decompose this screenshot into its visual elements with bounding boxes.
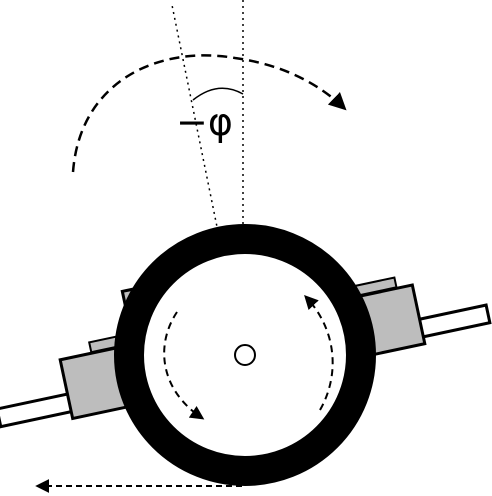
axle-hub	[234, 344, 256, 366]
angle-arc	[192, 87, 244, 101]
wheel-rotation-arrow-left	[163, 311, 205, 420]
tilt-rotation-arrow	[71, 54, 347, 173]
wheel-rotation-arrow-right	[304, 294, 334, 411]
angle-label: −φ	[176, 100, 233, 144]
